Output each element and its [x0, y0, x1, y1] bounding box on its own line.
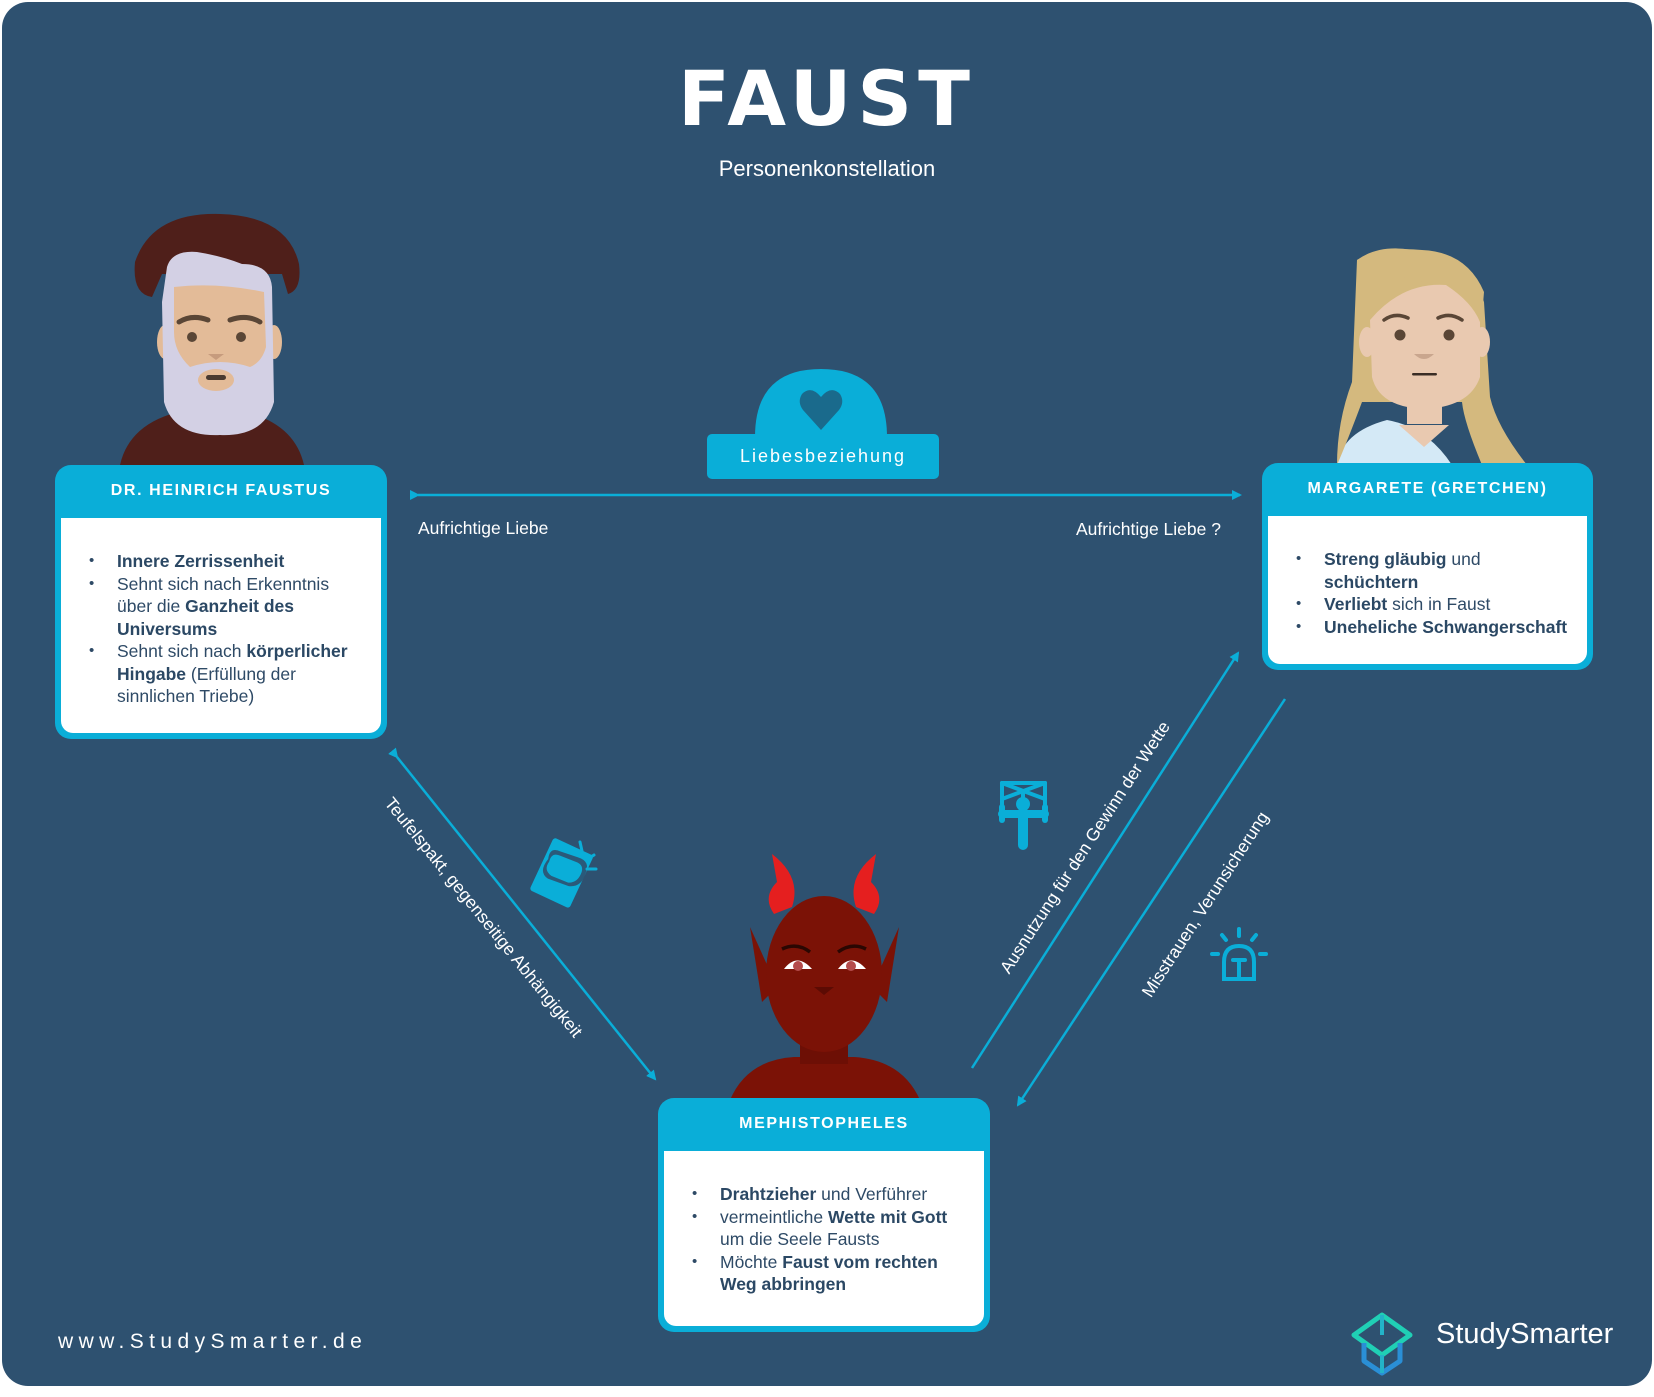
footer-url-link[interactable]: www.StudySmarter.de [58, 1330, 368, 1353]
mephisto-card-title: MEPHISTOPHELES [739, 1115, 909, 1132]
faust-card: DR. HEINRICH FAUSTUS Innere Zerrissenhei… [55, 465, 387, 739]
list-item: Drahtzieher und Verführer [690, 1183, 968, 1206]
margarete-portrait-icon [1337, 248, 1527, 465]
gretchen-to-faust-label: Aufrichtige Liebe ? [1076, 519, 1221, 539]
faust-traits-list: Innere Zerrissenheit Sehnt sich nach Erk… [87, 550, 365, 708]
list-item: Verliebt sich in Faust [1294, 593, 1571, 616]
mephisto-portrait-icon [730, 854, 920, 1100]
faust-card-body: Innere Zerrissenheit Sehnt sich nach Erk… [61, 518, 381, 733]
page-title: FAUST [678, 54, 976, 143]
margarete-traits-list: Streng gläubig und schüchtern Verliebt s… [1294, 548, 1571, 638]
mephisto-card: MEPHISTOPHELES Drahtzieher und Verführer… [658, 1098, 990, 1332]
brand-name: StudySmarter [1436, 1318, 1614, 1350]
list-item: Innere Zerrissenheit [87, 550, 365, 573]
love-relation-badge-icon [755, 369, 887, 437]
list-item: vermeintliche Wette mit Gott um die Seel… [690, 1206, 968, 1251]
faust-portrait-icon [120, 213, 304, 465]
puppet-marionette-icon [998, 781, 1049, 850]
margarete-card-body: Streng gläubig und schüchtern Verliebt s… [1268, 516, 1587, 664]
list-item: Sehnt sich nach körperlicher Hingabe (Er… [87, 640, 365, 708]
margarete-card-title: MARGARETE (GRETCHEN) [1307, 480, 1548, 497]
alarm-siren-icon [1210, 927, 1268, 981]
studysmarter-logo[interactable]: StudySmarter [1422, 1318, 1613, 1351]
list-item: Uneheliche Schwangerschaft [1294, 616, 1571, 639]
page-subtitle: Personenkonstellation [718, 156, 936, 181]
mephisto-card-body: Drahtzieher und Verführer vermeintliche … [664, 1151, 984, 1326]
exploitation-arrow [970, 651, 1240, 1069]
list-item: Sehnt sich nach Erkenntnis über die Ganz… [87, 573, 365, 641]
margarete-card: MARGARETE (GRETCHEN) Streng gläubig und … [1262, 463, 1593, 670]
list-item: Möchte Faust vom rechten Weg abbringen [690, 1251, 968, 1296]
pact-arrow [388, 747, 657, 1081]
studysmarter-logo-icon [1351, 1312, 1413, 1376]
impact-lines-icon [578, 840, 598, 871]
love-relation-badge: Liebesbeziehung [707, 434, 939, 479]
faust-card-title: DR. HEINRICH FAUSTUS [110, 482, 332, 499]
heart-icon [799, 390, 843, 430]
handshake-fist-icon [530, 838, 593, 908]
distrust-arrow [1016, 698, 1287, 1107]
mephisto-traits-list: Drahtzieher und Verführer vermeintliche … [690, 1183, 968, 1296]
faust-to-gretchen-label: Aufrichtige Liebe [418, 518, 549, 538]
list-item: Streng gläubig und schüchtern [1294, 548, 1571, 593]
